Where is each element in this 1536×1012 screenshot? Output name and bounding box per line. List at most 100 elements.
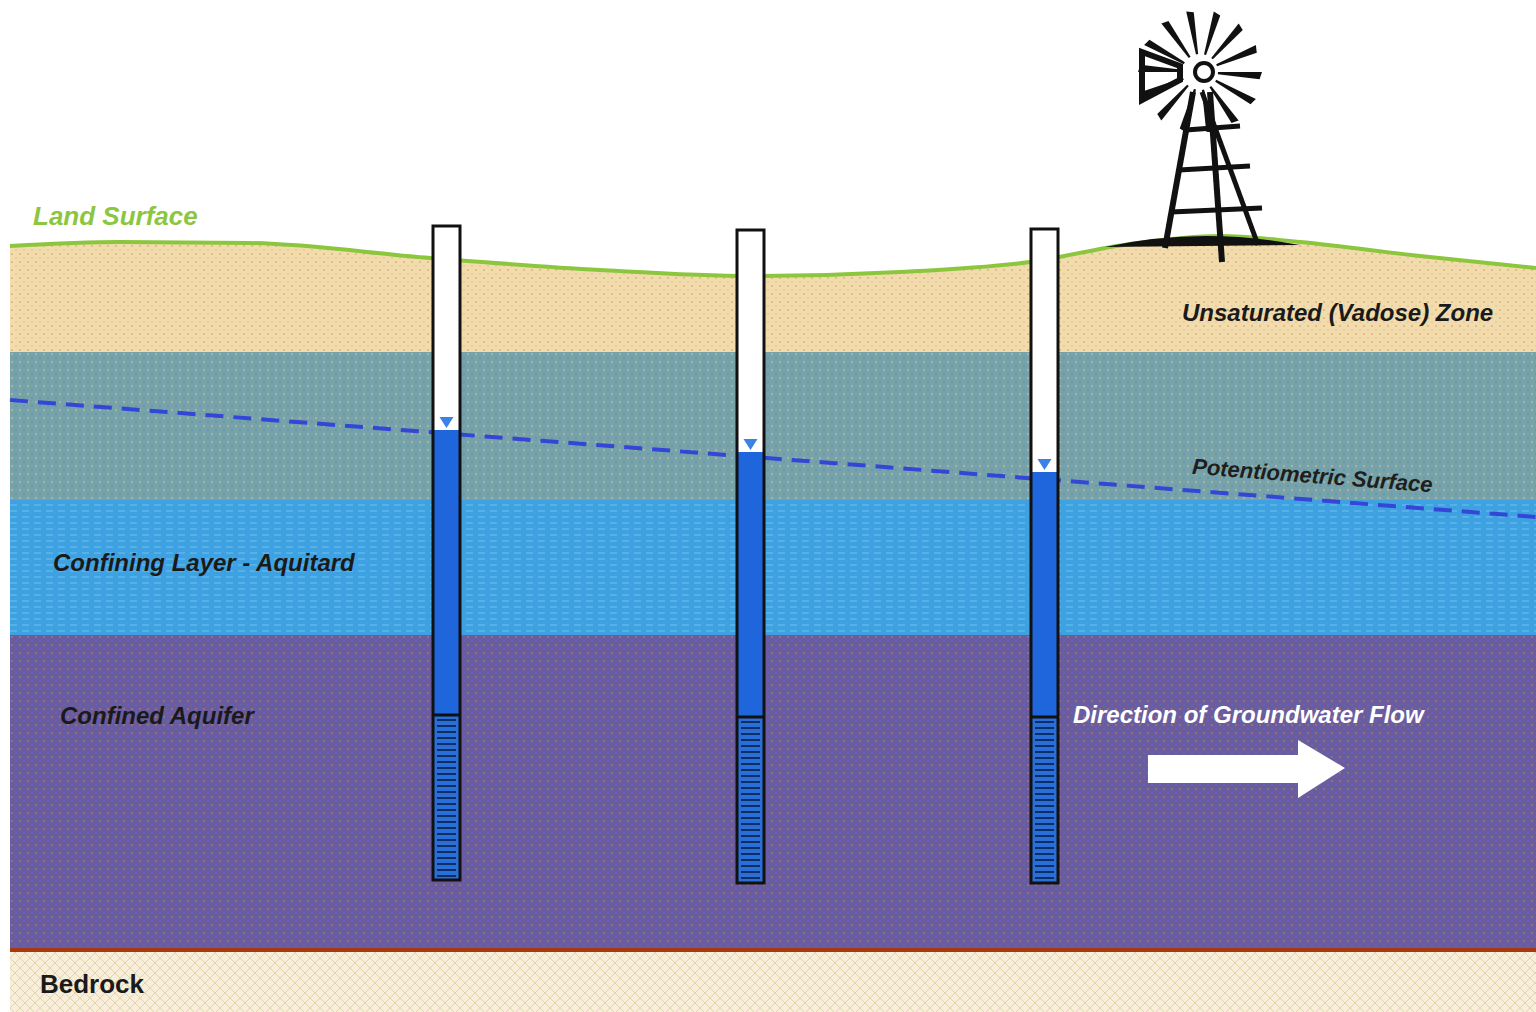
screen-slot <box>741 721 760 723</box>
screen-slot <box>437 875 456 877</box>
bedrock-contact <box>10 948 1536 952</box>
screen-slot <box>437 725 456 727</box>
screen-slot <box>1035 853 1054 855</box>
screen-slot <box>1035 757 1054 759</box>
surface-label: Land Surface <box>33 202 198 232</box>
screen-slot <box>1035 805 1054 807</box>
screen-slot <box>741 763 760 765</box>
screen-slot <box>741 811 760 813</box>
screen-slot <box>741 823 760 825</box>
band-fill <box>10 236 1536 352</box>
screen-slot <box>741 829 760 831</box>
well-screen <box>737 717 764 883</box>
flow-arrow <box>1148 740 1345 798</box>
screen-slot <box>1035 787 1054 789</box>
windmill <box>1105 12 1300 262</box>
screen-slot <box>741 769 760 771</box>
windmill-blade <box>1186 12 1198 55</box>
aquitard-band: Confining Layer - Aquitard <box>10 352 1536 635</box>
screen-slot <box>437 791 456 793</box>
well-water <box>433 430 460 715</box>
screen-slot <box>741 871 760 873</box>
screen-slot <box>1035 769 1054 771</box>
screen-slot <box>741 733 760 735</box>
screen-slot <box>437 851 456 853</box>
well-casing <box>433 226 460 430</box>
screen-slot <box>437 839 456 841</box>
screen-slot <box>1035 721 1054 723</box>
screen-slot <box>1035 841 1054 843</box>
screen-slot <box>437 815 456 817</box>
band-fill <box>10 352 1536 635</box>
well-water <box>737 452 764 717</box>
screen-slot <box>741 799 760 801</box>
screen-slot <box>741 865 760 867</box>
layer-label: Confined Aquifer <box>60 702 254 730</box>
screen-slot <box>1035 751 1054 753</box>
screen-slot <box>437 731 456 733</box>
screen-slot <box>741 847 760 849</box>
screen-slot <box>741 775 760 777</box>
screen-joint <box>433 714 460 717</box>
screen-slot <box>741 841 760 843</box>
tower-brace <box>1171 208 1262 212</box>
screen-slot <box>1035 817 1054 819</box>
screen-slot <box>1035 793 1054 795</box>
screen-slot <box>741 727 760 729</box>
windmill-blade <box>1161 21 1190 58</box>
well-outline <box>1031 229 1058 883</box>
screen-slot <box>1035 877 1054 879</box>
screen-slot <box>741 757 760 759</box>
screen-slot <box>1035 865 1054 867</box>
screen-slot <box>741 877 760 879</box>
well-outline <box>433 226 460 880</box>
screen-slot <box>1035 775 1054 777</box>
screen-slot <box>1035 847 1054 849</box>
layer-label: Confining Layer - Aquitard <box>53 549 355 577</box>
screen-slot <box>741 745 760 747</box>
well-outline <box>737 230 764 883</box>
screen-slot <box>437 719 456 721</box>
screen-slot <box>1035 871 1054 873</box>
observation-well <box>1031 229 1058 883</box>
water-level-marker <box>1038 459 1052 470</box>
saturated-fill <box>10 352 1536 500</box>
screen-slot <box>437 761 456 763</box>
screen-slot <box>437 749 456 751</box>
band-fill <box>10 948 1536 1012</box>
aquifer-fill <box>10 635 1536 948</box>
screen-slot <box>437 737 456 739</box>
screen-slot <box>741 781 760 783</box>
screen-slot <box>1035 763 1054 765</box>
observation-well <box>737 230 764 883</box>
screen-slot <box>437 809 456 811</box>
screen-slot <box>741 817 760 819</box>
screen-slot <box>741 853 760 855</box>
screen-slot <box>1035 859 1054 861</box>
screen-slot <box>1035 829 1054 831</box>
windmill-blade <box>1180 89 1196 133</box>
screen-joint <box>1031 716 1058 719</box>
windmill-blade <box>1218 72 1262 79</box>
water-level-marker <box>744 439 758 450</box>
tower-brace <box>1179 166 1250 170</box>
screen-slot <box>437 767 456 769</box>
aquitard-fill <box>10 500 1536 635</box>
screen-slot <box>1035 727 1054 729</box>
windmill-blade <box>1202 90 1214 133</box>
screen-slot <box>437 755 456 757</box>
bedrock-band: Bedrock <box>10 948 1536 1012</box>
screen-joint <box>737 716 764 719</box>
screen-slot <box>437 785 456 787</box>
screen-slot <box>437 857 456 859</box>
land-surface-line <box>10 236 1536 276</box>
well-water <box>1031 472 1058 717</box>
bedrock-fill <box>10 948 1536 1012</box>
screen-slot <box>437 827 456 829</box>
screen-slot <box>1035 739 1054 741</box>
screen-slot <box>437 869 456 871</box>
windmill-blade <box>1216 45 1257 66</box>
flow-label: Direction of Groundwater Flow <box>1073 701 1424 729</box>
well-casing <box>1031 229 1058 472</box>
screen-slot <box>437 773 456 775</box>
